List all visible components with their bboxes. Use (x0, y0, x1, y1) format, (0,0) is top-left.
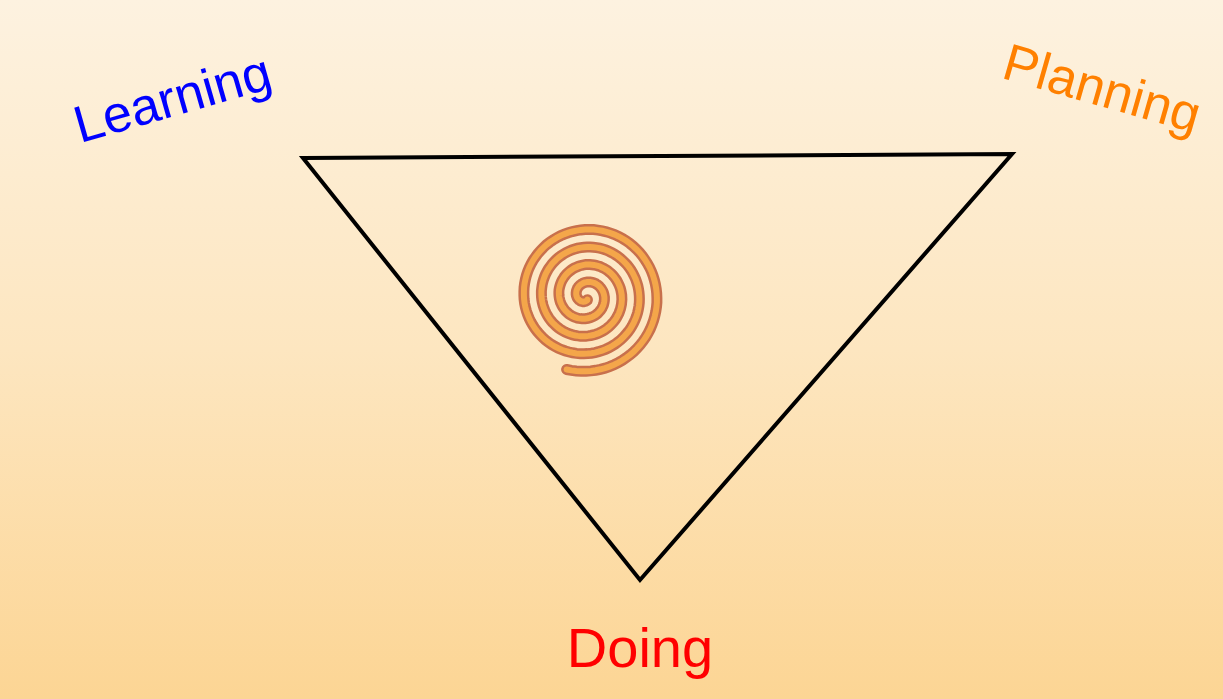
spiral-outline (524, 229, 657, 371)
stage-label: Doing (567, 620, 713, 676)
triangle-outline (303, 154, 1012, 580)
stage-label: Planning (998, 35, 1207, 141)
stage-label: Learning (68, 45, 277, 151)
spiral-symbol (524, 229, 657, 371)
spiral-fill (524, 229, 657, 371)
